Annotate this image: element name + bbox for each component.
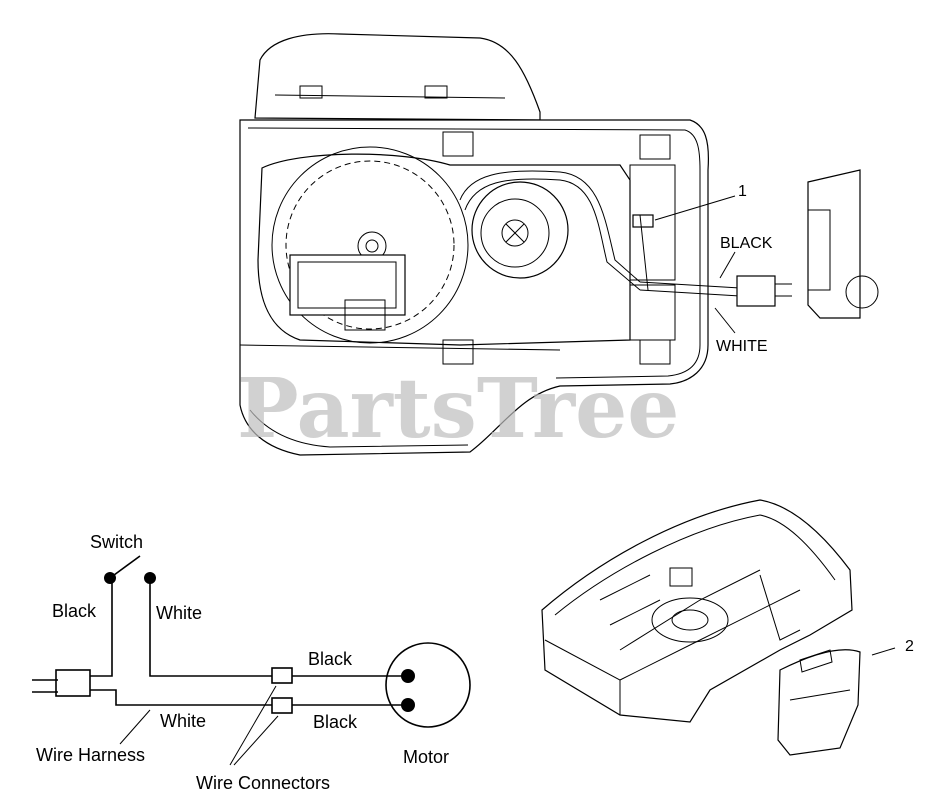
label-white-low: White: [160, 711, 206, 731]
label-white-top: White: [156, 603, 202, 623]
motor-symbol: [385, 642, 471, 728]
watermark-text: PartsTree: [237, 361, 679, 457]
wire-connector-bottom: [271, 697, 293, 714]
label-black-conn1: Black: [308, 649, 353, 669]
label-wire-connectors: Wire Connectors: [196, 773, 330, 793]
label-black-top: Black: [52, 601, 97, 621]
label-black-conn2: Black: [313, 712, 358, 732]
callout-black-wire: BLACK: [720, 235, 773, 252]
deck-assembly-drawing: [239, 33, 879, 456]
callout-part-1: 1: [738, 183, 747, 200]
label-wire-harness: Wire Harness: [36, 745, 145, 765]
label-motor: Motor: [403, 747, 449, 767]
callout-part-2: 2: [905, 638, 914, 655]
wiring-schematic: Switch Black White Black White Black Wir…: [32, 532, 471, 793]
housing-isometric-drawing: [541, 499, 896, 756]
wire-connector-top: [271, 667, 293, 684]
callout-white-wire: WHITE: [716, 338, 768, 355]
label-switch: Switch: [90, 532, 143, 552]
